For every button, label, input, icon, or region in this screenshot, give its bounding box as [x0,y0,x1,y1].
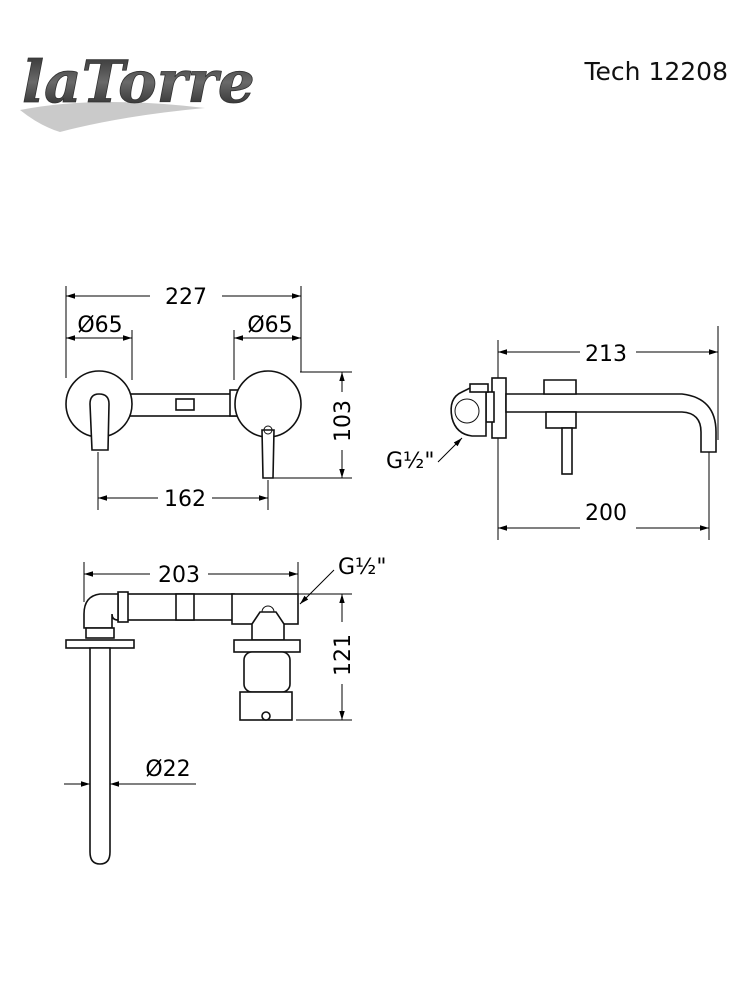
spout-top [89,647,111,865]
top-view: 203 G½" 121 Ø22 [64,555,387,865]
lever-handle [261,429,275,479]
dim-height: 103 [331,400,356,442]
thread-label-top: G½" [338,555,387,580]
spout-side [505,393,717,453]
right-valve-plate [234,370,302,438]
dim-spout-diameter: Ø22 [145,757,190,782]
brand-logo-text: laTorre [22,48,255,116]
dim-left-diameter: Ø65 [77,313,122,338]
dim-right-diameter: Ø65 [247,313,292,338]
brand-logo: laTorre [20,48,255,132]
dim-depth-bottom: 200 [585,501,627,526]
lever-side [561,427,573,475]
dim-centers: 162 [164,487,206,512]
dim-depth-top: 213 [585,342,627,367]
front-view: 227 Ø65 Ø65 162 103 [65,285,356,512]
spout-front [89,393,110,451]
dim-height-top: 121 [331,634,356,676]
cartridge-top [251,611,285,641]
spout-elbow-top [83,593,119,629]
dim-length: 203 [158,563,200,588]
dim-overall-width: 227 [165,285,207,310]
pipe-slot [175,398,195,411]
valve-housing-side [543,379,577,395]
thread-label-side: G½" [386,449,435,474]
wall-plate-top [65,639,135,649]
model-code: Tech 12208 [584,57,728,86]
cartridge-body [243,651,291,693]
inlet-elbow-side [450,387,487,437]
side-view: 213 200 G½" [386,326,719,540]
